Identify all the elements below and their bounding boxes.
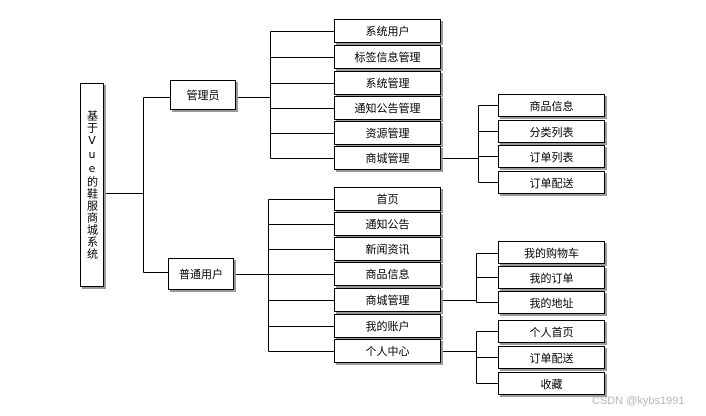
- admin-sub-product-info: 商品信息: [498, 94, 605, 117]
- admin-node: 管理员: [170, 80, 236, 110]
- watermark: CSDN @kybs1991: [592, 395, 685, 407]
- user-sub-my-address: 我的地址: [498, 291, 605, 314]
- admin-sub-order-list: 订单列表: [498, 145, 605, 168]
- admin-item-resource-management: 资源管理: [334, 121, 441, 145]
- user-sub-cart: 我的购物车: [498, 241, 605, 264]
- admin-item-notice-management: 通知公告管理: [334, 96, 441, 120]
- user-node: 普通用户: [168, 258, 234, 290]
- admin-item-system-management: 系统管理: [334, 71, 441, 95]
- admin-item-system-user: 系统用户: [334, 19, 441, 43]
- user-item-mall-management: 商城管理: [334, 288, 441, 312]
- admin-item-mall-management: 商城管理: [334, 146, 441, 170]
- admin-item-tag-management: 标签信息管理: [334, 45, 441, 69]
- admin-sub-category-list: 分类列表: [498, 120, 605, 143]
- user-item-notice: 通知公告: [334, 212, 441, 236]
- user-item-personal-center: 个人中心: [334, 339, 441, 363]
- user-sub-favorites: 收藏: [498, 372, 605, 395]
- user-item-home: 首页: [334, 187, 441, 211]
- user-sub-personal-home: 个人首页: [498, 320, 605, 343]
- root-node: 基于Vue的鞋服商城系统: [80, 83, 104, 287]
- user-sub-my-orders: 我的订单: [498, 266, 605, 289]
- user-item-news: 新闻资讯: [334, 237, 441, 261]
- user-sub-order-delivery: 订单配送: [498, 346, 605, 369]
- admin-sub-order-delivery: 订单配送: [498, 171, 605, 194]
- user-item-product-info: 商品信息: [334, 262, 441, 286]
- user-item-my-account: 我的账户: [334, 314, 441, 338]
